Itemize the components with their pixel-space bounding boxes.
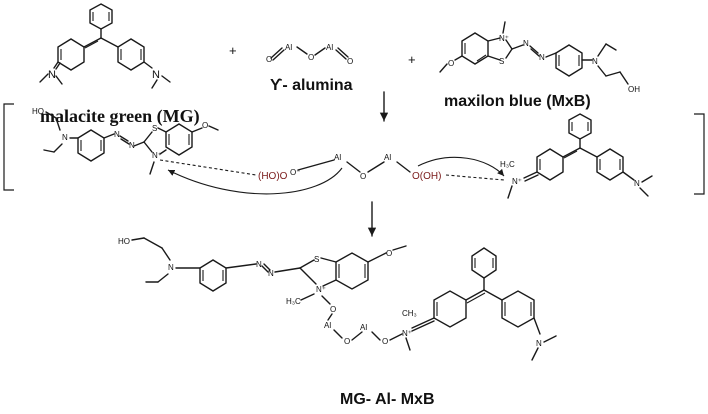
prod-azo-n2: N: [268, 269, 274, 278]
int-mg-n-right: N: [634, 179, 640, 188]
int-o-oh: O(OH): [412, 171, 441, 182]
int-azo-n2: N: [129, 141, 135, 150]
int-mxb-n: N: [62, 133, 68, 142]
maxilon-blue-label: maxilon blue (MxB): [444, 93, 591, 110]
mg-left-n: N: [48, 69, 56, 81]
left-bracket: [3, 103, 14, 191]
int-al-1: Al: [334, 153, 341, 162]
int-s: S: [152, 124, 157, 133]
intermediate-alumina: (HO)O O⁻ Al O Al O(OH): [258, 153, 441, 182]
alumina-al-2: Al: [326, 43, 333, 52]
prod-mg-ch3: CH₃: [402, 309, 417, 318]
prod-h3c: H₃C: [286, 297, 301, 306]
intermediate-mg: N⁺ H₃C N: [500, 113, 653, 199]
int-mxb-ho: HO: [32, 107, 44, 116]
prod-o-1: O: [330, 305, 336, 314]
plus-sign-2: +: [408, 52, 416, 67]
int-o-minus: O⁻: [290, 168, 300, 177]
gamma-alumina-label: ϒ- alumina: [270, 77, 353, 94]
mg-right-n: N: [152, 69, 160, 81]
malachite-green-label: malacite green (MG): [40, 106, 200, 127]
prod-al-1: Al: [324, 321, 331, 330]
prod-o-3: O: [382, 337, 388, 346]
product-structure: HO N N N S N⁺ H₃C O O Al: [118, 237, 557, 361]
curved-arrow-right: [417, 156, 505, 177]
prod-o-2: O: [344, 337, 350, 346]
mxb-oh: OH: [628, 85, 640, 94]
int-mg-h3c: H₃C: [500, 160, 515, 169]
mxb-o-methoxy: O: [448, 59, 454, 68]
int-al-2: Al: [384, 153, 391, 162]
alumina-o-1: O: [266, 55, 272, 64]
prod-mg-n-plus: N⁺: [402, 329, 412, 338]
curved-arrow-left: [167, 167, 343, 195]
prod-ho: HO: [118, 237, 130, 246]
mxb-azo-n1: N: [523, 39, 529, 48]
product-label: MG- Al- MxB: [340, 391, 435, 408]
plus-sign-1: +: [229, 43, 237, 58]
right-bracket: [694, 113, 705, 195]
maxilon-blue-structure: O N⁺ S N N N OH: [439, 21, 640, 94]
mxb-amine-n: N: [592, 57, 598, 66]
int-azo-n1: N: [114, 130, 120, 139]
mxb-azo-n2: N: [539, 53, 545, 62]
mxb-s: S: [499, 57, 504, 66]
alumina-al-1: Al: [285, 43, 292, 52]
int-n-plus: N⁺: [152, 151, 162, 160]
gamma-alumina-structure: O Al O Al O: [266, 43, 353, 66]
prod-n-amine: N: [168, 263, 174, 272]
mxb-n-plus: N⁺: [499, 34, 509, 43]
int-dash-right: [445, 174, 505, 181]
prod-n-plus: N⁺: [316, 285, 326, 294]
intermediate-mxb: HO N N N S N⁺ O: [32, 107, 219, 175]
prod-azo-n1: N: [256, 260, 262, 269]
alumina-o-3: O: [347, 57, 353, 66]
prod-s: S: [314, 255, 319, 264]
int-mg-n-plus: N⁺: [512, 177, 522, 186]
prod-mg-n-right: N: [536, 339, 542, 348]
int-o-bridge: O: [360, 172, 366, 181]
prod-al-2: Al: [360, 323, 367, 332]
malachite-green-structure: N N: [39, 3, 171, 89]
alumina-o-2: O: [308, 53, 314, 62]
prod-methoxy-o: O: [386, 249, 392, 258]
int-methoxy-o: O: [202, 121, 208, 130]
int-ho-o: (HO)O: [258, 171, 288, 182]
